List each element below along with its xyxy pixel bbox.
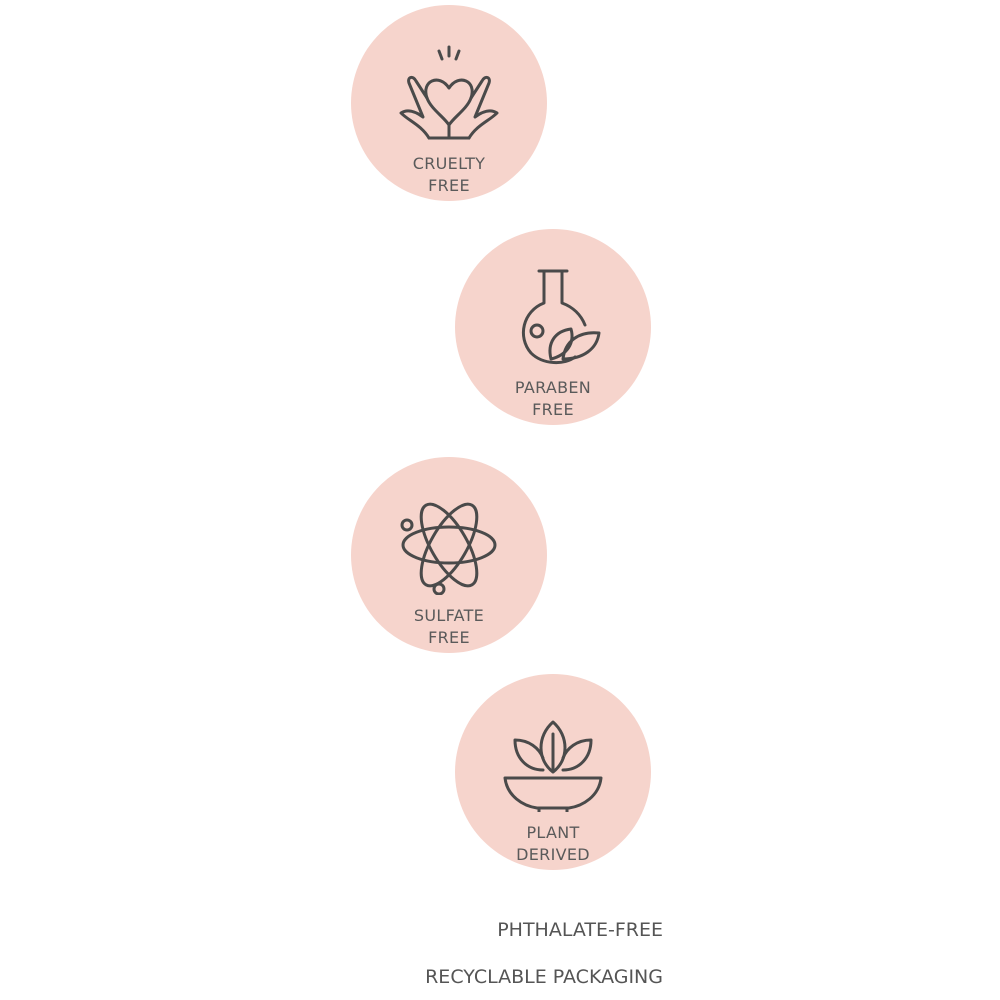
leaves-bowl-icon	[503, 720, 603, 812]
flask-leaf-icon	[521, 269, 601, 364]
hands-heart-icon	[399, 45, 499, 140]
atom-icon	[400, 502, 497, 595]
feature-recyclable-packaging: RECYCLABLE PACKAGING	[425, 966, 663, 988]
feature-phthalate-free: PHTHALATE-FREE	[497, 919, 663, 941]
